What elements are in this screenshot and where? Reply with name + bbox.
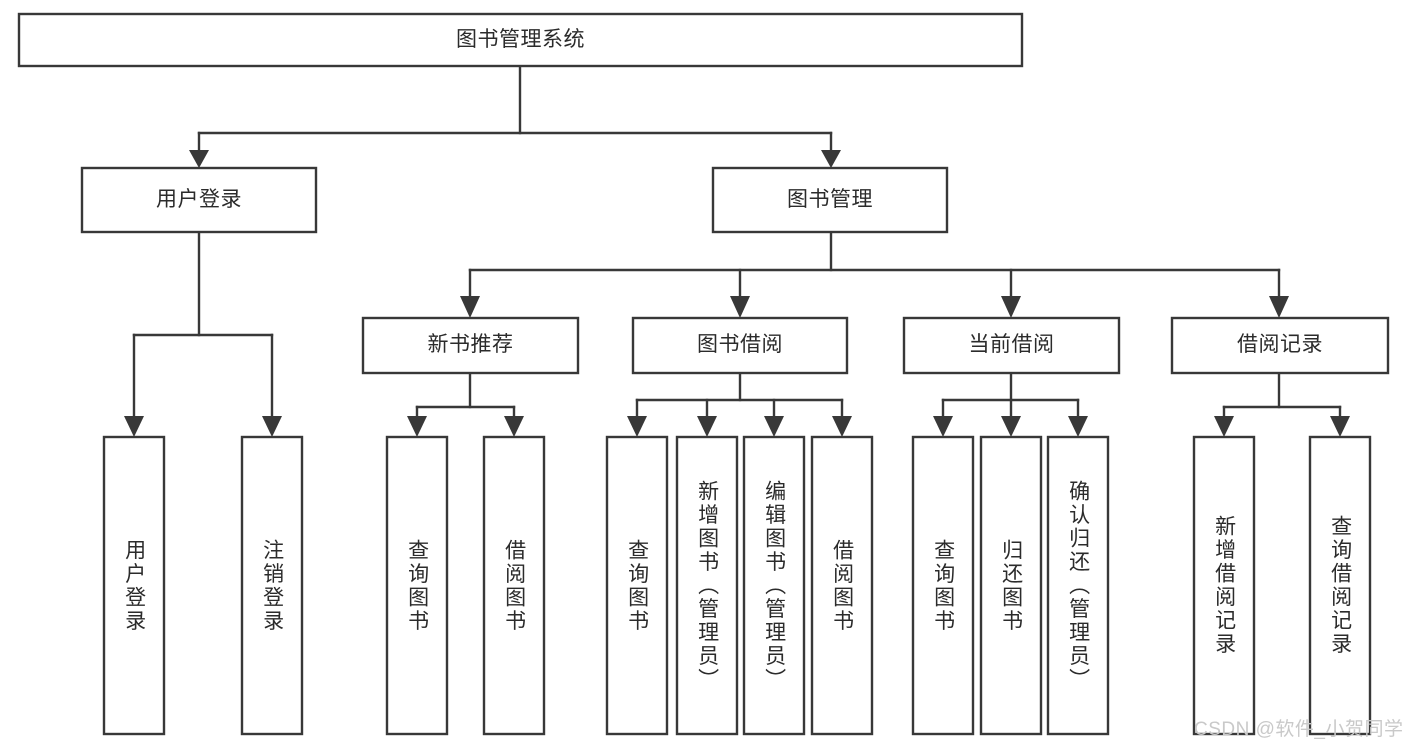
arrow-head-leaf-newbook-2 bbox=[504, 416, 524, 437]
arrow-head-leaf-currentborrow-3 bbox=[1068, 416, 1088, 437]
node-box-leaf-newbook-borrow[interactable] bbox=[482, 435, 546, 736]
node-box-leaf-current-query[interactable] bbox=[911, 435, 975, 736]
node-box-leaf-current-return[interactable] bbox=[979, 435, 1043, 736]
arrow-head-borrow-record bbox=[1269, 296, 1289, 318]
node-box-leaf-borrow-add[interactable] bbox=[675, 435, 739, 736]
watermark-text: CSDN @软件_小贺同学 bbox=[1194, 719, 1404, 740]
node-box-root[interactable] bbox=[17, 12, 1024, 68]
node-box-leaf-borrow-borrow[interactable] bbox=[810, 435, 874, 736]
connector-layer bbox=[124, 64, 1350, 437]
node-box-leaf-current-confirm[interactable] bbox=[1046, 435, 1110, 736]
node-box-leaf-record-add[interactable] bbox=[1192, 435, 1256, 736]
arrow-head-leaf-newbook-1 bbox=[407, 416, 427, 437]
node-box-new-book-recommend[interactable] bbox=[361, 316, 580, 375]
arrow-head-book-borrow bbox=[730, 296, 750, 318]
arrow-head-leaf-bookborrow-3 bbox=[764, 416, 784, 437]
arrow-head-new-book bbox=[460, 296, 480, 318]
node-box-user-login[interactable] bbox=[80, 166, 318, 234]
arrow-head-leaf-bookborrow-4 bbox=[832, 416, 852, 437]
arrow-head-user-login bbox=[189, 150, 209, 168]
node-box-current-borrow[interactable] bbox=[902, 316, 1121, 375]
node-box-borrow-record[interactable] bbox=[1170, 316, 1390, 375]
arrow-head-leaf-borrowrecord-1 bbox=[1214, 416, 1234, 437]
node-box-book-borrow[interactable] bbox=[631, 316, 849, 375]
arrow-head-leaf-currentborrow-2 bbox=[1001, 416, 1021, 437]
node-box-leaf-user-login[interactable] bbox=[102, 435, 166, 736]
node-box-leaf-newbook-query[interactable] bbox=[385, 435, 449, 736]
arrow-head-leaf-logout bbox=[262, 416, 282, 437]
node-box-leaf-borrow-query[interactable] bbox=[605, 435, 669, 736]
node-box-book-manage[interactable] bbox=[711, 166, 949, 234]
arrow-head-current-borrow bbox=[1001, 296, 1021, 318]
arrow-head-leaf-bookborrow-2 bbox=[697, 416, 717, 437]
arrow-head-leaf-user-login bbox=[124, 416, 144, 437]
node-box-layer bbox=[17, 12, 1390, 736]
arrow-head-book-manage bbox=[821, 150, 841, 168]
node-box-leaf-borrow-edit[interactable] bbox=[742, 435, 806, 736]
arrow-head-leaf-bookborrow-1 bbox=[627, 416, 647, 437]
node-box-leaf-logout[interactable] bbox=[240, 435, 304, 736]
arrow-head-leaf-borrowrecord-2 bbox=[1330, 416, 1350, 437]
arrow-head-leaf-currentborrow-1 bbox=[933, 416, 953, 437]
node-box-leaf-record-query[interactable] bbox=[1308, 435, 1372, 736]
